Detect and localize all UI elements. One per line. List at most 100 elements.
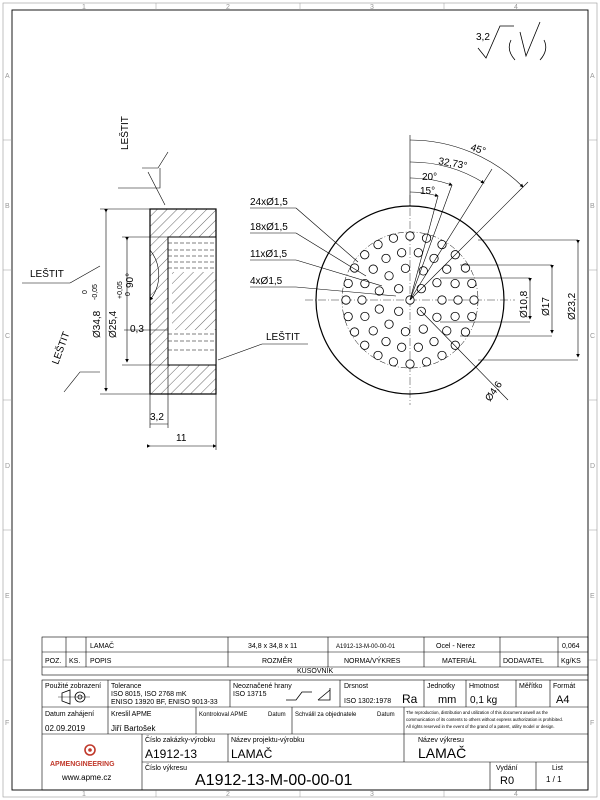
drawn-by-value: Jiří Bartošek: [111, 724, 156, 733]
svg-text:Ø25,4: Ø25,4: [108, 310, 119, 338]
angle-15: 15°: [420, 186, 435, 197]
zone-row-b-right: B: [590, 203, 595, 210]
hole: [373, 239, 383, 250]
hole: [405, 231, 415, 241]
title-block-grid: [41, 679, 589, 791]
holes-24-label: 24xØ1,5: [250, 197, 288, 208]
projection-label: Použité zobrazení: [45, 683, 101, 690]
zone-row-f-right: F: [590, 720, 594, 727]
roughness-std: ISO 1302:1978: [344, 698, 391, 705]
edges-std: ISO 13715: [233, 691, 267, 698]
hole: [360, 250, 370, 260]
hole: [374, 304, 384, 314]
parts-header-norma: NORMA/VÝKRES: [344, 656, 401, 665]
zone-row-d: D: [5, 463, 10, 470]
hole: [460, 327, 471, 337]
approved-label: Schválil za objednatele: [295, 712, 357, 718]
svg-text:-0,05: -0,05: [92, 284, 99, 300]
hole: [450, 340, 460, 350]
start-date-label: Datum zahájení: [45, 711, 94, 718]
hole: [394, 284, 404, 294]
drawing-name-value: LAMAČ: [418, 745, 466, 761]
units-value: mm: [438, 694, 456, 706]
zone-col-1-bottom: 1: [82, 791, 86, 798]
parts-row-weight: 0,064: [562, 643, 580, 650]
copyright-3: All rights reserved in the event of the …: [406, 724, 555, 729]
tolerance-line-2: ENISO 13920 BF, ENISO 9013-33: [111, 699, 218, 706]
company-name: APMENGINEERING: [50, 761, 115, 768]
zone-row-a-right: A: [590, 73, 595, 80]
hole: [343, 311, 353, 322]
svg-text:Ø34,8: Ø34,8: [92, 310, 103, 338]
hole: [413, 248, 423, 258]
hole: [467, 278, 477, 289]
order-label: Číslo zakázky-výrobku: [145, 735, 215, 744]
zone-row-e: E: [5, 593, 10, 600]
scale-label: Měřítko: [519, 683, 542, 690]
mass-label: Hmotnost: [469, 683, 499, 690]
zone-row-c-right: C: [590, 333, 595, 340]
start-date-value: 02.09.2019: [45, 724, 86, 733]
project-label: Název projektu-výrobku: [231, 737, 305, 744]
holes-18-label: 18xØ1,5: [250, 222, 288, 233]
tolerance-label: Tolerance: [111, 683, 141, 690]
zone-col-1: 1: [82, 4, 86, 11]
tolerance-line-1: ISO 8015, ISO 2768 mK: [111, 691, 187, 698]
polish-right: LEŠTIT: [266, 330, 300, 343]
drawing-name-label: Název výkresu: [418, 737, 464, 744]
dim-chamfer: 0,3: [130, 324, 144, 335]
hole: [400, 327, 411, 337]
parts-list: [41, 636, 589, 676]
parts-header-material: MATERIÁL: [442, 656, 477, 665]
hole: [400, 263, 411, 273]
zone-row-a: A: [5, 73, 10, 80]
issue-label: Vydání: [496, 765, 518, 772]
hole: [469, 295, 479, 305]
mass-value: 0,1 kg: [470, 695, 497, 706]
sheet-value: 1 / 1: [546, 775, 562, 784]
hole: [450, 311, 460, 322]
roughness-ra: Ra: [402, 692, 418, 706]
project-value: LAMAČ: [231, 746, 273, 761]
hole: [405, 359, 415, 369]
angle-20: 20°: [422, 172, 437, 183]
hole: [384, 271, 394, 281]
hole: [429, 253, 439, 264]
hole: [460, 263, 471, 273]
hole: [429, 336, 439, 347]
polish-left-bottom: LEŠTIT: [49, 330, 73, 366]
side-view: LEŠTIT LEŠTIT LEŠTIT LEŠTIT Ø34,8 0 -0,0…: [22, 116, 308, 450]
hole: [388, 357, 399, 367]
roughness-label: Drsnost: [344, 683, 368, 690]
edges-label: Neoznačené hrany: [233, 683, 292, 690]
projection-symbol-icon: [58, 689, 90, 705]
hole: [418, 324, 428, 334]
company-logo: [84, 744, 96, 756]
polish-top: LEŠTIT: [118, 116, 131, 150]
dim-thickness: 11: [176, 433, 187, 444]
order-value: A1912-13: [145, 747, 197, 761]
format-value: A4: [556, 694, 569, 706]
parts-header-rozmer: ROZMĚR: [262, 656, 292, 665]
issue-value: R0: [500, 775, 514, 787]
zone-col-2: 2: [226, 4, 230, 11]
zone-col-3-bottom: 3: [370, 791, 374, 798]
zone-row-e-right: E: [590, 593, 595, 600]
hole: [453, 295, 463, 305]
parts-row-norm: A1912-13-M-00-00-01: [336, 644, 396, 650]
svg-text:0: 0: [125, 292, 132, 296]
zone-row-c: C: [5, 333, 10, 340]
zone-col-3: 3: [370, 4, 374, 11]
format-label: Formát: [553, 683, 575, 690]
parts-list-title: KUSOVNÍK: [297, 666, 334, 675]
zone-col-2-bottom: 2: [226, 791, 230, 798]
hole: [349, 327, 360, 337]
dim-outer-diameter: Ø34,8 0 -0,05: [82, 284, 103, 338]
sheet-label: List: [552, 765, 563, 772]
parts-header-kgks: Kg/KS: [561, 658, 581, 665]
hole: [397, 248, 407, 258]
company-website: www.apme.cz: [61, 773, 111, 782]
units-label: Jednotky: [427, 683, 456, 690]
hole: [467, 311, 477, 322]
dim-angle: 90°: [125, 273, 136, 288]
